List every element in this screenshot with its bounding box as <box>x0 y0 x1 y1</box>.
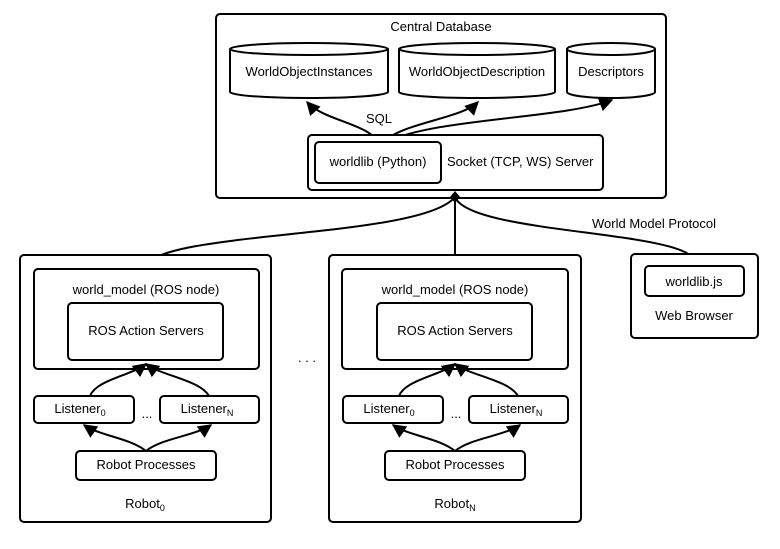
ros-action-servers-box <box>67 302 224 361</box>
listener-first-label: Listener0 <box>363 401 414 418</box>
robot-processes-label: Robot Processes <box>406 457 505 472</box>
ros-action-servers-label: ROS Action Servers <box>88 323 204 338</box>
worldlib-js-box <box>644 265 745 297</box>
arrow-listener-to-server <box>144 363 210 397</box>
arrow-listener-to-server <box>89 363 148 397</box>
listener-first-label: Listener0 <box>54 401 105 418</box>
db-table-descriptors: Descriptors <box>566 42 656 99</box>
ros-action-servers-label: ROS Action Servers <box>397 323 513 338</box>
db-table-worldobjectdescription: WorldObjectDescription <box>398 42 556 99</box>
robot-label: Robot0 <box>125 496 165 513</box>
listener-ellipsis: ... <box>451 406 462 421</box>
arrow-processes-to-listener <box>454 424 522 452</box>
db-table-label: WorldObjectInstances <box>246 64 373 79</box>
arrow-processes-to-listener <box>145 424 213 452</box>
world-model-node-label: world_model (ROS node) <box>381 282 529 297</box>
db-table-worldobjectinstances: WorldObjectInstances <box>229 42 389 99</box>
connection-junction <box>450 191 460 203</box>
worldlib-js-label: worldlib.js <box>664 274 723 289</box>
listener-last-label: ListenerN <box>490 401 543 418</box>
robot-processes-label: Robot Processes <box>97 457 196 472</box>
socket-server-label: Socket (TCP, WS) Server <box>447 154 594 169</box>
listener-last-box <box>159 395 260 424</box>
worldlib-python-label: worldlib (Python) <box>329 154 427 169</box>
arrow-processes-to-listener <box>82 424 147 452</box>
arrow-processes-to-listener <box>391 424 456 452</box>
listener-last-label: ListenerN <box>181 401 234 418</box>
robot-n: world_model (ROS node) ROS Action Server… <box>328 254 582 523</box>
robot-label: RobotN <box>434 496 475 513</box>
connection-web-browser <box>454 196 696 264</box>
listener-last-box <box>468 395 569 424</box>
listener-first-box <box>342 395 444 424</box>
robot-0: world_model (ROS node) ROS Action Server… <box>19 254 272 523</box>
protocol-label: World Model Protocol <box>592 216 716 231</box>
central-database-title: Central Database <box>390 19 491 34</box>
web-browser-label: Web Browser <box>655 308 733 323</box>
ros-action-servers-box <box>376 302 533 361</box>
web-browser: worldlib.js Web Browser <box>630 253 759 339</box>
sql-label: SQL <box>366 111 392 126</box>
listener-ellipsis: ... <box>142 406 153 421</box>
worldlib-python-box <box>314 141 442 184</box>
central-database: Central Database WorldObjectInstances Wo… <box>215 13 667 199</box>
db-table-label: Descriptors <box>578 64 644 79</box>
listener-first-box <box>33 395 135 424</box>
world-model-node-label: world_model (ROS node) <box>72 282 220 297</box>
arrow-listener-to-server <box>453 363 519 397</box>
arrow-listener-to-server <box>398 363 457 397</box>
robots-ellipsis: . . . <box>298 350 316 365</box>
db-table-label: WorldObjectDescription <box>409 64 545 79</box>
